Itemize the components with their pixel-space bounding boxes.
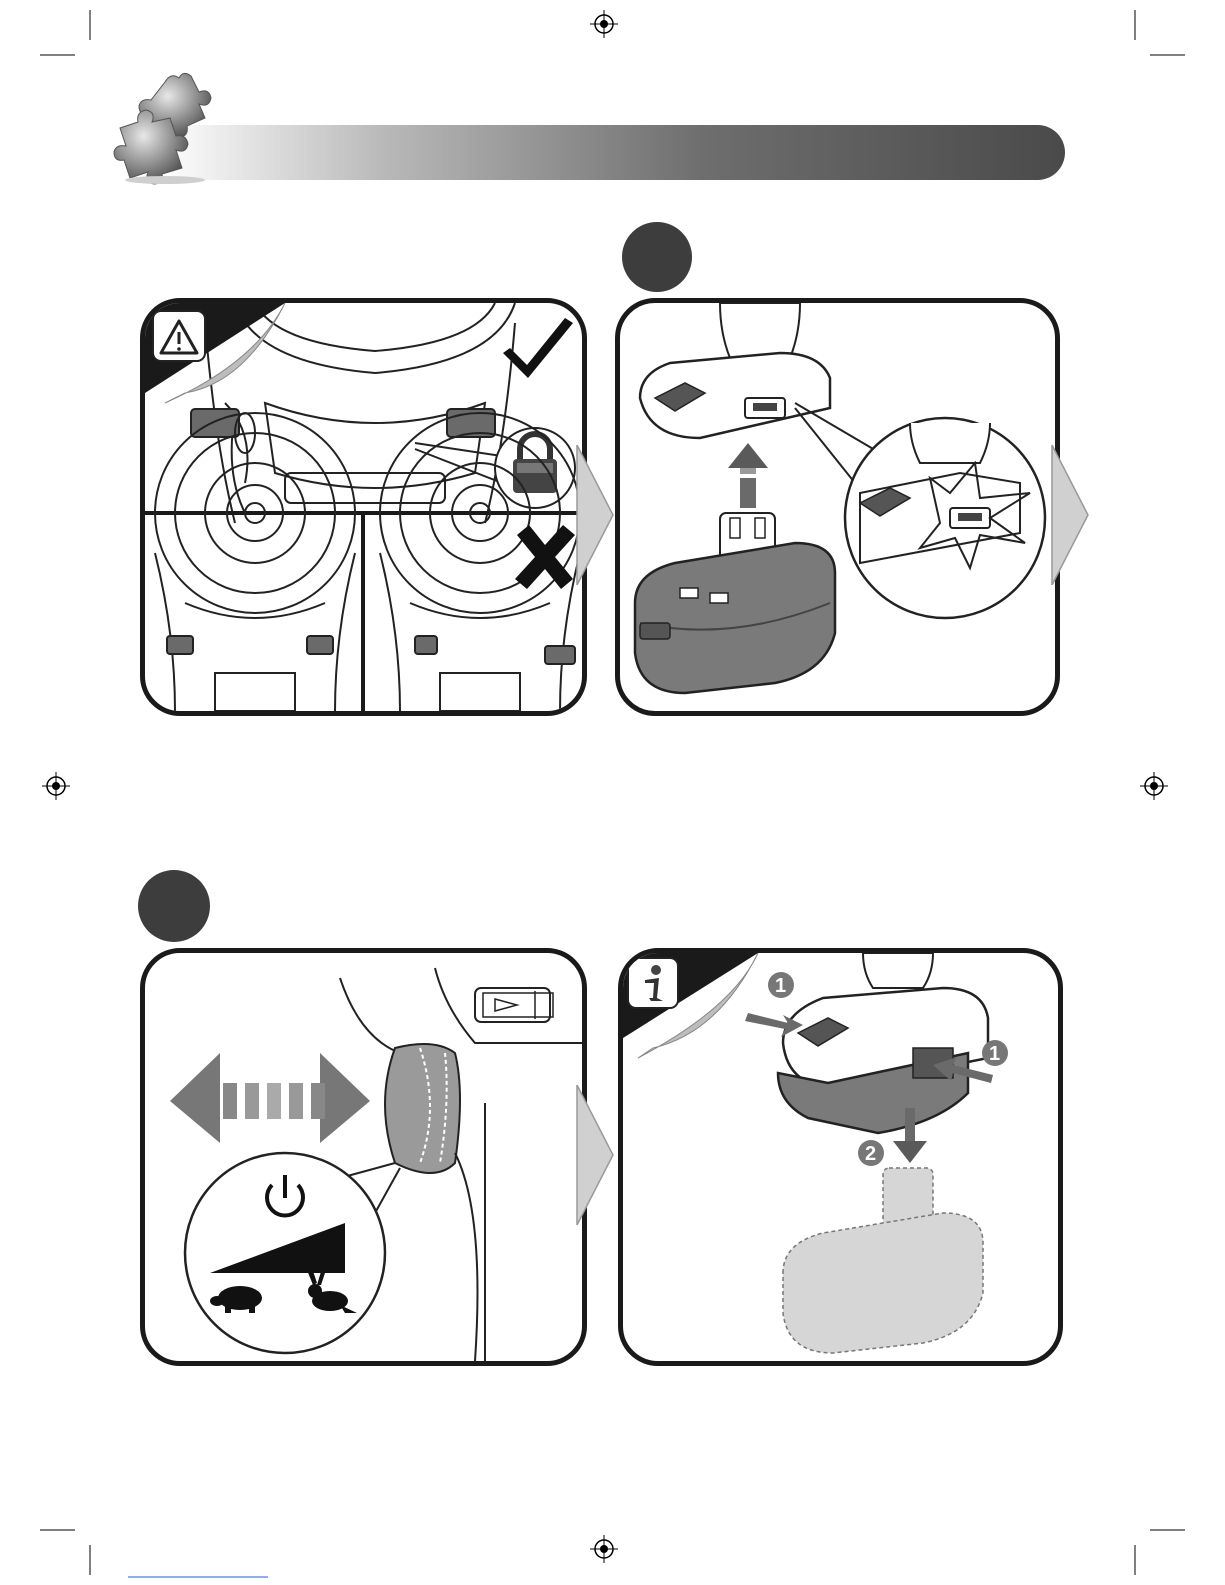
cross-icon: [515, 525, 575, 589]
direction-switch-left: [191, 409, 239, 437]
next-arrow-3: [575, 1085, 615, 1225]
panel-speed-trigger: [140, 948, 587, 1366]
header-bar: [160, 125, 1065, 180]
chuck-view-left: [155, 413, 355, 711]
panel-battery-remove: 1 1 2: [618, 948, 1063, 1366]
battery-remove-illustration: 1 1 2: [623, 953, 1058, 1361]
panel-battery-insert: [615, 298, 1060, 716]
panel-direction-lock: [140, 298, 587, 716]
trigger-illustration: [145, 953, 582, 1361]
double-arrow-icon: [170, 1053, 370, 1143]
step-marker-top: [622, 222, 692, 292]
battery-insert-illustration: [620, 303, 1055, 711]
puzzle-pieces-icon: [110, 70, 220, 185]
step-marker-bottom: [138, 870, 210, 942]
step-badge-1a: 1: [775, 975, 786, 997]
step-badge-1b: 1: [989, 1043, 1000, 1065]
up-arrow-icon: [728, 443, 768, 508]
step-badge-2: 2: [865, 1143, 876, 1165]
removed-battery-ghost: [783, 1168, 983, 1353]
next-arrow-1: [575, 445, 615, 585]
next-arrow-2: [1050, 445, 1090, 585]
drill-top-view-illustration: [145, 303, 582, 711]
